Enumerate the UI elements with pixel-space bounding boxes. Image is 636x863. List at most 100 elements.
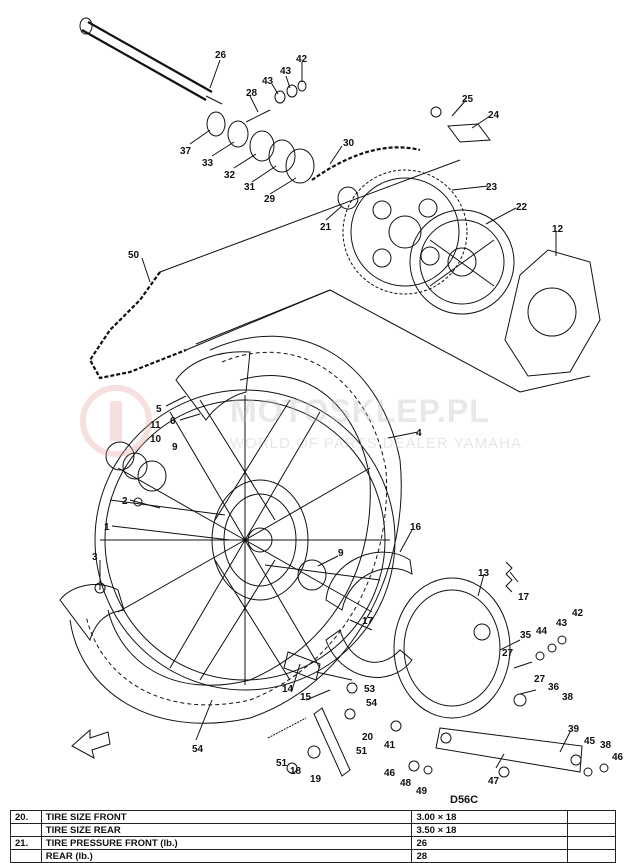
table-row: TIRE SIZE REAR 3.50 × 18 [10, 823, 616, 837]
label-23: 23 [486, 182, 498, 193]
sprocket-hub [409, 209, 515, 315]
label-28: 28 [246, 88, 258, 99]
brake-plate [393, 577, 511, 719]
label-42b: 42 [572, 608, 584, 619]
spec-num: 21. [10, 836, 42, 850]
spec-value: 26 [411, 836, 569, 850]
label-4: 4 [416, 428, 422, 439]
label-17a: 17 [518, 592, 530, 603]
spec-num [10, 823, 42, 837]
spec-value: 28 [411, 849, 569, 863]
spec-name: TIRE SIZE REAR [40, 823, 413, 837]
label-25: 25 [462, 94, 474, 105]
spec-value: 3.00 × 18 [411, 810, 569, 824]
part-labels: 26 28 43 43 42 25 24 23 22 12 30 21 37 3… [92, 50, 624, 797]
watermark-title: MOTOSKLEP.PL [230, 393, 490, 429]
label-50: 50 [128, 250, 140, 261]
label-30: 29 [264, 194, 276, 205]
label-9b: 9 [338, 548, 344, 559]
label-35: 35 [520, 630, 532, 641]
label-36: 36 [548, 682, 560, 693]
inner-tube [59, 351, 251, 642]
label-31: 30 [343, 138, 355, 149]
label-45: 45 [584, 736, 596, 747]
watermark: MOTOSKLEP.PL WORLD OF PARTS DEALER YAMAH… [80, 385, 570, 465]
table-row: 21. TIRE PRESSURE FRONT (lb.) 26 [10, 836, 616, 850]
front-arrow-icon [71, 728, 111, 759]
spec-name: TIRE PRESSURE FRONT (lb.) [40, 836, 413, 850]
torque-arm [435, 727, 583, 773]
label-42: 42 [296, 54, 308, 65]
label-41: 41 [384, 740, 396, 751]
label-32: 31 [244, 182, 256, 193]
label-44b: 44 [536, 626, 548, 637]
label-48: 48 [400, 778, 412, 789]
spec-blank [567, 849, 616, 863]
label-19: 19 [310, 774, 322, 785]
label-12: 12 [552, 224, 564, 235]
drive-chain [88, 146, 461, 380]
label-34: 33 [202, 158, 214, 169]
label-6: 6 [170, 416, 176, 427]
label-53: 54 [366, 698, 378, 709]
label-33: 32 [224, 170, 236, 181]
spec-table: 20. TIRE SIZE FRONT 3.00 × 18 TIRE SIZE … [10, 810, 616, 863]
wheel-hub [211, 479, 309, 601]
label-5: 5 [156, 404, 162, 415]
table-row: 20. TIRE SIZE FRONT 3.00 × 18 [10, 810, 616, 824]
chain-adjuster [267, 717, 307, 739]
spec-blank [567, 810, 616, 824]
label-46b: 46 [612, 752, 624, 763]
label-44: 43 [262, 76, 274, 87]
label-20: 20 [362, 732, 374, 743]
spec-blank [567, 836, 616, 850]
label-21: 21 [320, 222, 332, 233]
spec-num [10, 849, 42, 863]
brake-cam [283, 651, 353, 777]
watermark-subtitle: WORLD OF PARTS DEALER YAMAHA [230, 435, 522, 452]
spec-name: REAR (lb.) [40, 849, 413, 863]
cush-damper [504, 249, 601, 377]
spec-num: 20. [10, 810, 42, 824]
leader-lines [99, 59, 571, 769]
label-39: 38 [600, 740, 612, 751]
exploded-parts-diagram: 26 28 43 43 42 25 24 23 22 12 30 21 37 3… [59, 17, 624, 797]
label-17b: 17 [362, 616, 374, 627]
label-18: 18 [290, 766, 302, 777]
label-16: 16 [410, 522, 422, 533]
spec-value: 3.50 × 18 [411, 823, 569, 837]
return-spring [505, 561, 513, 593]
fasteners [94, 106, 609, 778]
label-15: 15 [300, 692, 312, 703]
hub-bearings [105, 441, 327, 591]
label-2: 2 [122, 496, 128, 507]
alignment-lines [195, 289, 591, 393]
watermark-logo-icon [80, 385, 152, 457]
label-22: 22 [516, 202, 528, 213]
axle [79, 17, 223, 105]
label-14: 14 [282, 684, 294, 695]
label-47: 47 [488, 776, 500, 787]
spec-blank [567, 823, 616, 837]
label-13: 13 [478, 568, 490, 579]
table-row: REAR (lb.) 28 [10, 849, 616, 863]
label-54: 54 [192, 744, 204, 755]
label-43: 43 [280, 66, 292, 77]
label-37: 37 [180, 146, 192, 157]
label-29: 27 [502, 648, 514, 659]
spec-name: TIRE SIZE FRONT [40, 810, 413, 824]
label-46a: 46 [384, 768, 396, 779]
label-24: 24 [488, 110, 500, 121]
label-43b: 43 [556, 618, 568, 629]
label-27: 27 [534, 674, 546, 685]
spokes [100, 395, 390, 685]
diagram-code: D56C [450, 794, 479, 806]
rear-sprocket [342, 169, 468, 295]
label-10: 10 [150, 434, 162, 445]
label-38: 38 [562, 692, 574, 703]
label-11: 11 [150, 420, 161, 431]
label-40: 39 [568, 724, 580, 735]
label-3: 3 [92, 552, 98, 563]
label-51: 51 [356, 746, 368, 757]
label-52: 53 [364, 684, 376, 695]
